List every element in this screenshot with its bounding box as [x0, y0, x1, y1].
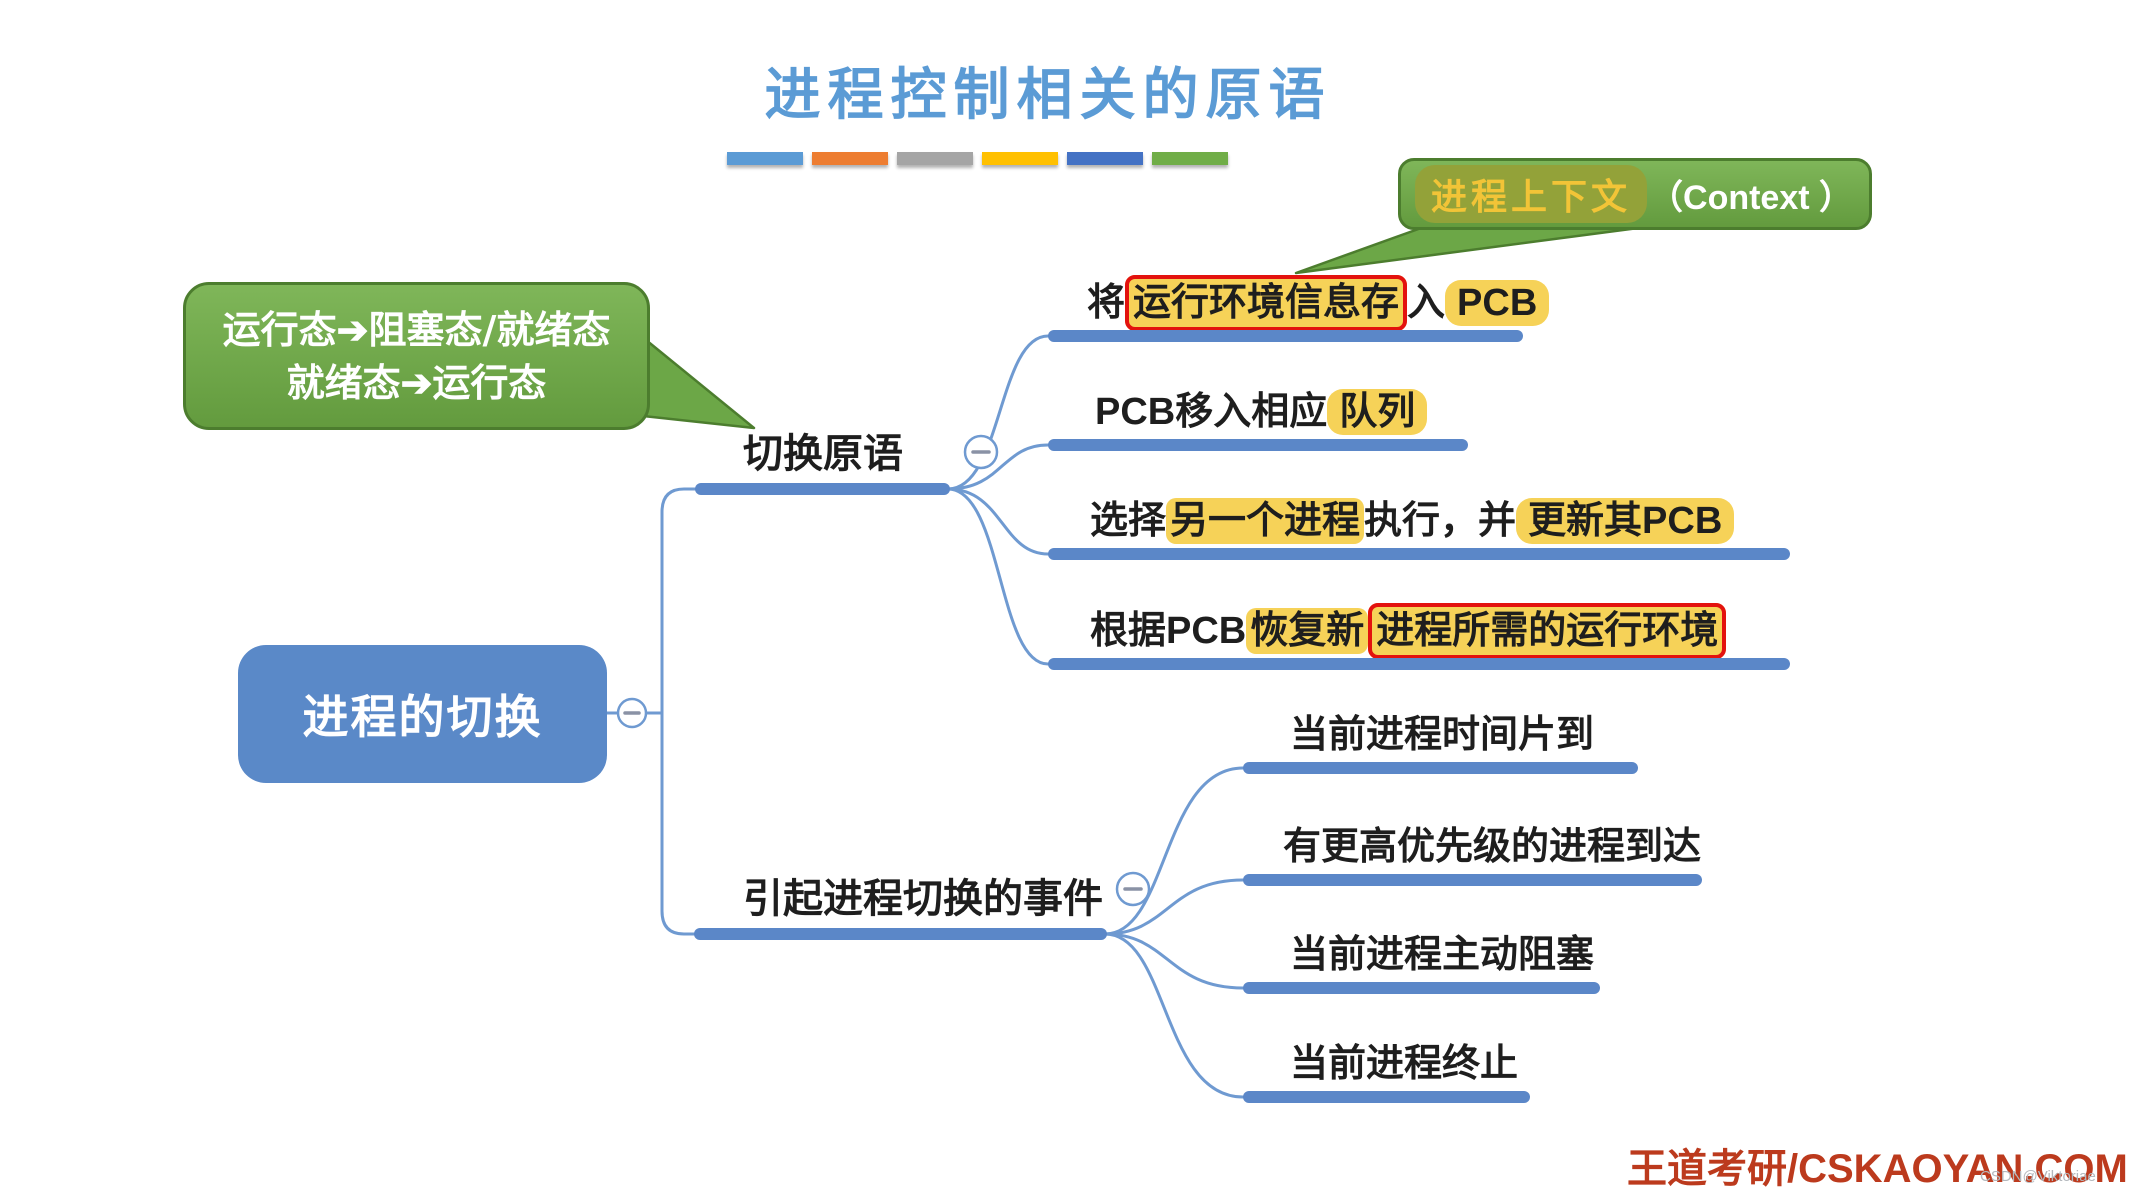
connector-b1-c4 — [946, 487, 1050, 666]
segment-highlight-redbox: 运行环境信息存 — [1125, 275, 1408, 331]
connector-b1-c1 — [946, 334, 1050, 491]
segment-highlight: PCB — [1445, 280, 1550, 326]
topic-higher-priority-arrives[interactable]: 有更高优先级的进程到达 — [1243, 820, 1702, 886]
topic-label: PCB移入相应队列 — [1095, 380, 1428, 435]
topic-underline — [1243, 874, 1702, 886]
callout-context-highlight: 进程上下文 — [1415, 165, 1648, 223]
collapse-button-branch1[interactable] — [963, 434, 999, 470]
topic-label: 选择另一个进程执行，并更新其PCB — [1090, 489, 1735, 544]
topic-label: 当前进程主动阻塞 — [1290, 934, 1595, 976]
topic-underline — [1048, 658, 1790, 670]
collapse-button-root[interactable] — [616, 697, 648, 729]
legend-bars — [727, 152, 1228, 165]
topic-label: 切换原语 — [743, 432, 903, 476]
segment-highlight: 队列 — [1327, 389, 1428, 435]
topic-process-blocks-itself[interactable]: 当前进程主动阻塞 — [1243, 928, 1600, 994]
callout-context-tail — [1294, 225, 1648, 275]
callout-transition-line1: 运行态➔阻塞态/就绪态 — [222, 306, 611, 352]
connector-branch2 — [660, 711, 698, 936]
collapse-buttons — [616, 434, 1151, 907]
topic-move-pcb-to-queue[interactable]: PCB移入相应队列 — [1048, 385, 1468, 451]
legend-bar-green — [1152, 152, 1228, 165]
legend-bar-orange — [812, 152, 888, 165]
callout-transition-tail — [632, 338, 756, 430]
collapse-button-branch2[interactable] — [1115, 871, 1151, 907]
topic-underline — [1048, 330, 1523, 342]
callout-transition-line2: 就绪态➔运行态 — [286, 360, 547, 405]
branch-connectors — [605, 334, 1245, 1099]
topic-underline — [694, 928, 1107, 940]
legend-bar-blue — [727, 152, 803, 165]
topic-label: 当前进程时间片到 — [1290, 714, 1595, 756]
connector-b2-d1 — [1103, 766, 1245, 936]
topic-underline — [1243, 982, 1600, 994]
segment-plain: 将 — [1087, 282, 1126, 324]
segment-plain: 入 — [1407, 282, 1446, 324]
segment-plain: 执行，并 — [1364, 500, 1517, 542]
legend-bar-darkblue — [1067, 152, 1143, 165]
legend-bar-gray — [897, 152, 973, 165]
callout-state-transition: 运行态➔阻塞态/就绪态 就绪态➔运行态 — [183, 282, 650, 430]
segment-highlight: 恢复新 — [1246, 608, 1369, 654]
topic-label: 当前进程终止 — [1290, 1043, 1519, 1085]
callout-context-plain: （Context ） — [1649, 178, 1854, 217]
connector-b1-c3 — [946, 487, 1050, 556]
callout-context: 进程上下文 （Context ） — [1398, 158, 1872, 230]
connector-b2-d3 — [1103, 932, 1245, 990]
page-title: 进程控制相关的原语 — [764, 62, 1332, 128]
connector-b2-d4 — [1103, 932, 1245, 1099]
legend-bar-yellow — [982, 152, 1058, 165]
segment-plain: 根据PCB — [1090, 610, 1247, 652]
topic-underline — [1048, 439, 1468, 451]
connector-branch1 — [660, 487, 699, 715]
topic-switch-events[interactable]: 引起进程切换的事件 — [694, 874, 1107, 940]
segment-highlight-redbox: 进程所需的运行环境 — [1368, 603, 1727, 659]
segment-highlight: 另一个进程 — [1166, 498, 1365, 544]
topic-underline — [1048, 548, 1790, 560]
topic-label: 引起进程切换的事件 — [743, 877, 1103, 921]
connector-b2-d2 — [1103, 878, 1245, 936]
topic-label: 有更高优先级的进程到达 — [1283, 826, 1702, 868]
root-topic-process-switch[interactable]: 进程的切换 — [238, 645, 607, 783]
topic-process-terminates[interactable]: 当前进程终止 — [1243, 1037, 1530, 1103]
watermark-text: CSDN@Viktoriae — [1980, 1168, 2096, 1185]
segment-highlight: 更新其PCB — [1516, 498, 1735, 544]
topic-underline — [1243, 1091, 1530, 1103]
topic-select-another-process[interactable]: 选择另一个进程执行，并更新其PCB — [1048, 494, 1790, 560]
connector-b1-c2 — [946, 443, 1050, 491]
segment-plain: PCB移入相应 — [1095, 391, 1328, 433]
segment-plain: 选择 — [1090, 500, 1167, 542]
topic-underline — [1243, 762, 1638, 774]
topic-switch-primitives[interactable]: 切换原语 — [695, 429, 950, 495]
brand-text: 王道考研/CSKAOYAN.COM — [1627, 1147, 2128, 1191]
topic-underline — [695, 483, 950, 495]
topic-time-slice-expired[interactable]: 当前进程时间片到 — [1243, 708, 1638, 774]
